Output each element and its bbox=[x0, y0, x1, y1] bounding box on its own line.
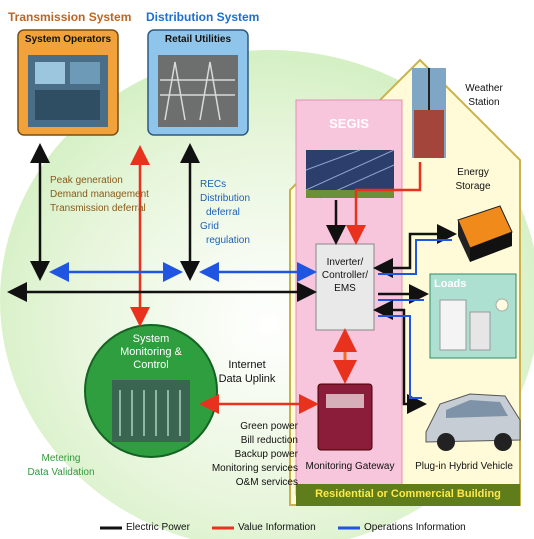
distribution-system-header: Distribution System bbox=[146, 10, 260, 24]
benefit-backup-power: Backup power bbox=[234, 449, 298, 460]
internet-line2: Data Uplink bbox=[218, 373, 276, 385]
label-deferral: deferral bbox=[206, 207, 240, 218]
benefit-om-services: O&M services bbox=[235, 477, 298, 488]
system-monitoring-label: System Monitoring & Control bbox=[104, 333, 198, 372]
segis-title: SEGIS bbox=[329, 116, 369, 131]
inverter-label: Inverter/ Controller/ EMS bbox=[316, 256, 374, 295]
label-distribution: Distribution bbox=[200, 193, 251, 204]
inverter-label-1: Inverter/ bbox=[326, 257, 364, 268]
label-grid: Grid bbox=[200, 221, 219, 232]
system-monitoring-line3: Control bbox=[133, 359, 169, 371]
transmission-labels: Peak generation Demand management Transm… bbox=[50, 174, 149, 216]
storage-electric-arrow bbox=[373, 224, 457, 278]
internet-label: Internet Data Uplink bbox=[212, 358, 282, 386]
distribution-labels: RECs Distribution deferral Grid regulati… bbox=[200, 178, 250, 248]
label-metering: Metering bbox=[41, 453, 81, 464]
energy-storage-label: Energy Storage bbox=[455, 167, 491, 192]
legend-electric-label: Electric Power bbox=[126, 522, 190, 533]
legend-operations-label: Operations Information bbox=[364, 522, 466, 533]
inverter-box bbox=[315, 243, 375, 331]
label-regulation: regulation bbox=[206, 235, 250, 246]
label-data-validation: Data Validation bbox=[27, 467, 95, 478]
system-monitoring-line2: Monitoring & bbox=[120, 346, 182, 358]
retail-utilities-label: Retail Utilities bbox=[164, 34, 232, 45]
label-transmission-deferral: Transmission deferral bbox=[50, 203, 146, 214]
system-operators-label: System Operators bbox=[24, 34, 112, 45]
building-label: Residential or Commercial Building bbox=[315, 488, 501, 500]
weather-station-label: Weather Station bbox=[465, 83, 503, 108]
inverter-label-3: EMS bbox=[334, 283, 356, 294]
weather-value-arrow bbox=[346, 162, 422, 245]
vehicle-electric-arrow bbox=[373, 300, 427, 414]
system-monitoring-line1: System bbox=[132, 333, 170, 345]
benefit-green-power: Green power bbox=[240, 421, 298, 432]
benefits-list: Green power Bill reduction Backup power … bbox=[206, 420, 298, 490]
car-image bbox=[425, 393, 521, 451]
internet-line1: Internet bbox=[228, 359, 266, 371]
label-peak-generation: Peak generation bbox=[50, 175, 123, 186]
benefit-bill-reduction: Bill reduction bbox=[240, 435, 298, 446]
metering-labels: Metering Data Validation bbox=[26, 452, 96, 480]
monitoring-gateway-label: Monitoring Gateway bbox=[305, 461, 395, 472]
transmission-system-header: Transmission System bbox=[8, 10, 132, 24]
label-demand-management: Demand management bbox=[50, 189, 149, 200]
battery-image bbox=[457, 205, 513, 262]
legend-value-label: Value Information bbox=[238, 522, 316, 533]
label-recs: RECs bbox=[200, 179, 227, 190]
plugin-hybrid-label: Plug-in Hybrid Vehicle bbox=[415, 461, 513, 472]
monitoring-gateway-device bbox=[317, 383, 373, 451]
building-bar bbox=[296, 484, 520, 506]
loads-label: Loads bbox=[434, 278, 467, 290]
inverter-label-2: Controller/ bbox=[321, 270, 369, 281]
benefit-monitoring-services: Monitoring services bbox=[211, 463, 298, 474]
